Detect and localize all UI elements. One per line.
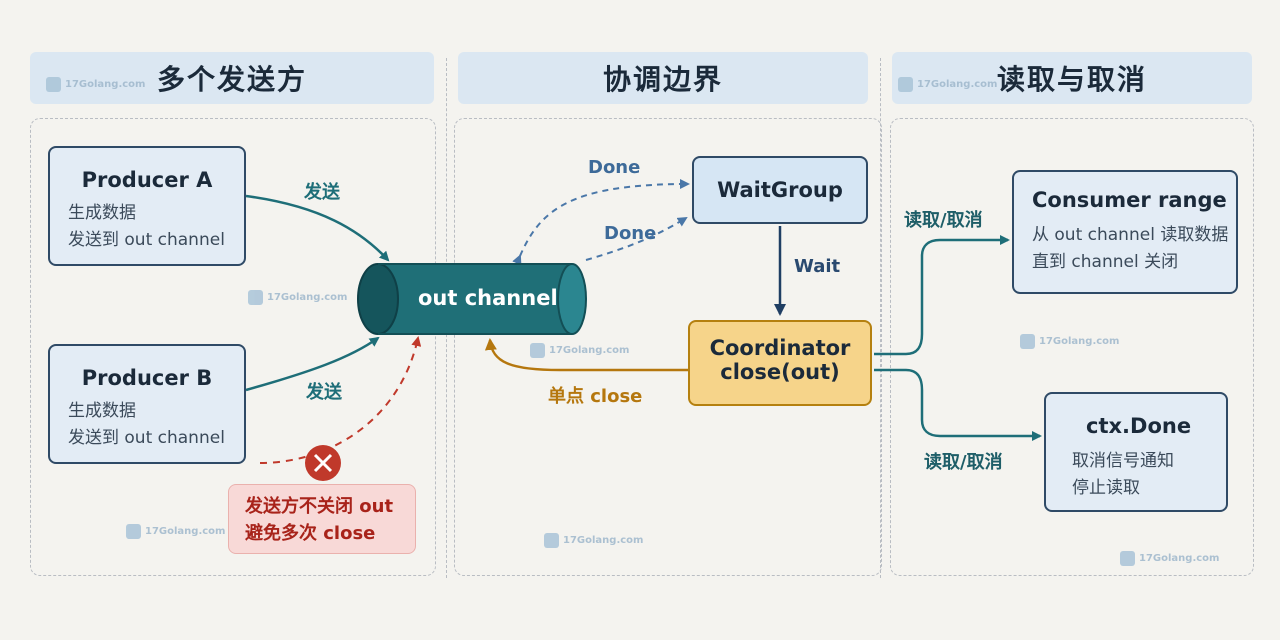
ctx-done-box: ctx.Done 取消信号通知 停止读取 xyxy=(1044,392,1228,512)
consumer-line2: 直到 channel 关闭 xyxy=(1032,252,1179,272)
waitgroup-box: WaitGroup xyxy=(692,156,868,224)
coordinator-box: Coordinator close(out) xyxy=(688,320,872,406)
coordinator-title: Coordinator xyxy=(709,336,851,360)
watermark-logo: 17Golang.com xyxy=(126,524,225,539)
close-x-icon xyxy=(305,445,341,481)
watermark-logo: 17Golang.com xyxy=(530,343,629,358)
producer-b-title: Producer B xyxy=(81,366,213,390)
column-divider xyxy=(880,58,881,578)
column-header-coordination: 协调边界 xyxy=(458,52,868,104)
arrow-send-b xyxy=(245,336,380,392)
waitgroup-title: WaitGroup xyxy=(717,178,843,202)
column-header-senders: 多个发送方 xyxy=(30,52,434,104)
producer-b-line1: 生成数据 xyxy=(68,401,136,421)
producer-b-box: Producer B 生成数据 发送到 out channel xyxy=(48,344,246,464)
arrow-send-a xyxy=(245,194,390,262)
watermark-icon xyxy=(126,524,141,539)
watermark-icon xyxy=(46,77,61,92)
watermark-logo: 17Golang.com xyxy=(248,290,347,305)
watermark-logo: 17Golang.com xyxy=(898,77,997,92)
arrow-done-bottom xyxy=(585,216,688,261)
watermark-logo: 17Golang.com xyxy=(46,77,145,92)
out-channel-label: out channel xyxy=(418,286,558,310)
watermark-icon xyxy=(898,77,913,92)
warning-box: 发送方不关闭 out 避免多次 close xyxy=(228,484,416,554)
coordinator-subtitle: close(out) xyxy=(720,360,840,384)
arrow-read-cancel-consumer xyxy=(874,235,1010,356)
watermark-icon xyxy=(248,290,263,305)
consumer-title: Consumer range xyxy=(1032,188,1227,212)
edge-label-wait: Wait xyxy=(794,256,841,277)
warning-line1: 发送方不关闭 out xyxy=(245,496,394,517)
warning-line2: 避免多次 close xyxy=(245,523,376,544)
consumer-box: Consumer range 从 out channel 读取数据 直到 cha… xyxy=(1012,170,1238,294)
ctx-done-title: ctx.Done xyxy=(1086,414,1192,438)
producer-a-line1: 生成数据 xyxy=(68,203,136,223)
column-title: 多个发送方 xyxy=(156,63,307,96)
producer-a-title: Producer A xyxy=(81,168,213,192)
out-channel-cylinder xyxy=(357,263,587,335)
watermark-logo: 17Golang.com xyxy=(1020,334,1119,349)
panel-senders xyxy=(30,118,436,576)
edge-label-read-cancel-top: 读取/取消 xyxy=(904,210,983,231)
arrow-single-close xyxy=(484,338,688,372)
producer-b-line2: 发送到 out channel xyxy=(68,428,225,448)
watermark-icon xyxy=(1120,551,1135,566)
producer-a-line2: 发送到 out channel xyxy=(68,230,225,250)
panel-read-cancel xyxy=(890,118,1254,576)
column-title: 协调边界 xyxy=(602,63,723,96)
edge-label-done-top: Done xyxy=(588,157,641,178)
edge-label-single-close: 单点 close xyxy=(548,386,643,407)
edge-label-done-bottom: Done xyxy=(604,223,657,244)
watermark-icon xyxy=(1020,334,1035,349)
watermark-logo: 17Golang.com xyxy=(544,533,643,548)
panel-coordination xyxy=(454,118,882,576)
arrow-done-top xyxy=(512,179,690,266)
watermark-icon xyxy=(530,343,545,358)
ctx-done-line1: 取消信号通知 xyxy=(1072,451,1174,471)
producer-a-box: Producer A 生成数据 发送到 out channel xyxy=(48,146,246,266)
edge-label-read-cancel-bottom: 读取/取消 xyxy=(924,452,1003,473)
column-title: 读取与取消 xyxy=(996,63,1147,96)
ctx-done-line2: 停止读取 xyxy=(1072,478,1140,498)
arrow-sender-no-close xyxy=(259,336,422,464)
column-header-read-cancel: 读取与取消 xyxy=(892,52,1252,104)
watermark-icon xyxy=(544,533,559,548)
edge-label-send-b: 发送 xyxy=(306,382,342,403)
arrow-read-cancel-ctx xyxy=(874,368,1042,441)
watermark-logo: 17Golang.com xyxy=(1120,551,1219,566)
edge-label-send-a: 发送 xyxy=(304,182,340,203)
consumer-line1: 从 out channel 读取数据 xyxy=(1032,225,1229,245)
